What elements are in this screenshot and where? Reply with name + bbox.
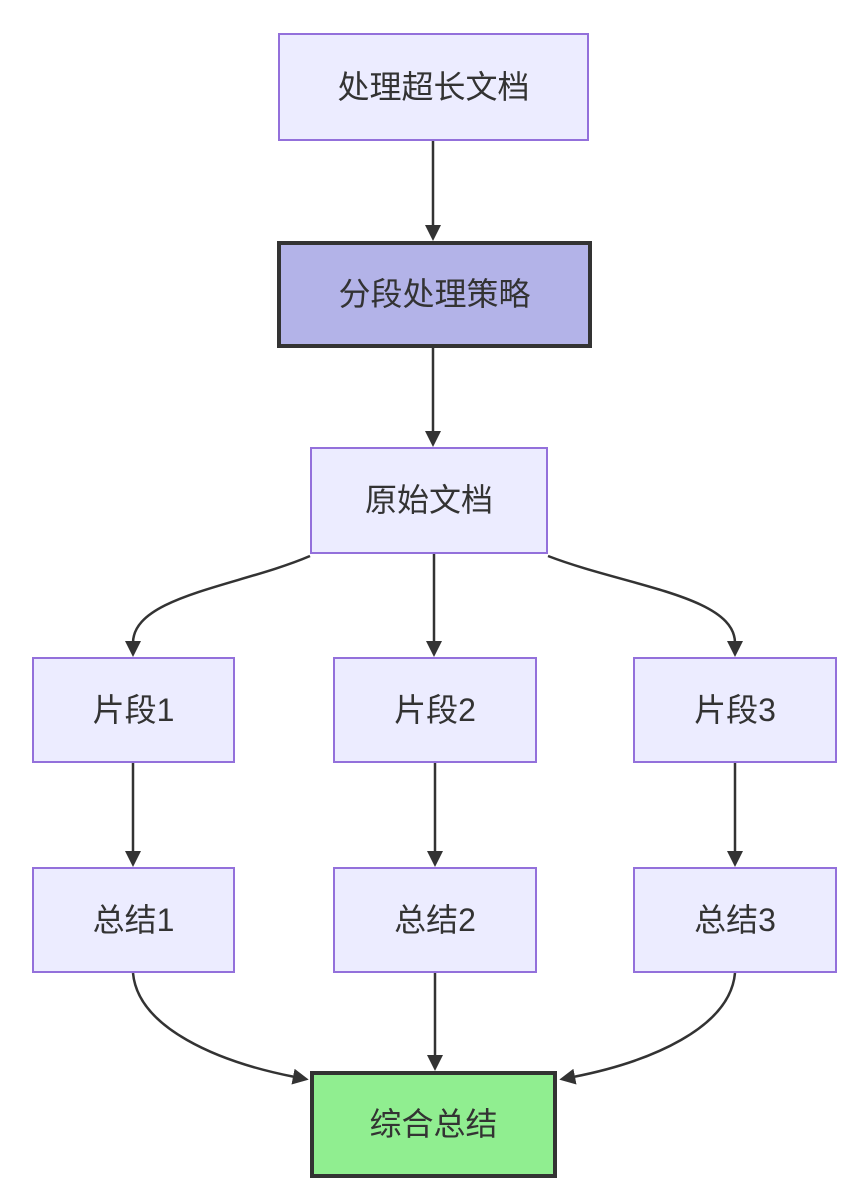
node-label: 片段2 bbox=[394, 691, 476, 728]
node-label: 处理超长文档 bbox=[337, 68, 530, 105]
node-summary-1: 总结1 bbox=[32, 867, 235, 973]
node-fragment-1: 片段1 bbox=[32, 657, 235, 763]
node-original-document: 原始文档 bbox=[310, 447, 548, 554]
node-segmentation-strategy: 分段处理策略 bbox=[277, 241, 592, 348]
edge-sum3-to-final bbox=[559, 972, 737, 1085]
edge-sum1-to-final bbox=[131, 972, 309, 1085]
node-fragment-3: 片段3 bbox=[633, 657, 837, 763]
node-label: 片段3 bbox=[694, 691, 776, 728]
node-final-summary: 综合总结 bbox=[310, 1071, 557, 1178]
node-label: 综合总结 bbox=[369, 1106, 498, 1143]
node-label: 原始文档 bbox=[364, 482, 493, 519]
node-summary-3: 总结3 bbox=[633, 867, 837, 973]
node-label: 分段处理策略 bbox=[338, 276, 531, 313]
node-label: 总结2 bbox=[394, 901, 476, 938]
node-label: 片段1 bbox=[92, 691, 175, 728]
edge-doc-to-frag1 bbox=[125, 554, 311, 657]
node-label: 总结1 bbox=[92, 901, 175, 938]
node-label: 总结3 bbox=[694, 901, 776, 938]
node-summary-2: 总结2 bbox=[333, 867, 537, 973]
node-process-long-document: 处理超长文档 bbox=[278, 33, 589, 141]
edge-doc-to-frag3 bbox=[547, 554, 743, 657]
node-fragment-2: 片段2 bbox=[333, 657, 537, 763]
